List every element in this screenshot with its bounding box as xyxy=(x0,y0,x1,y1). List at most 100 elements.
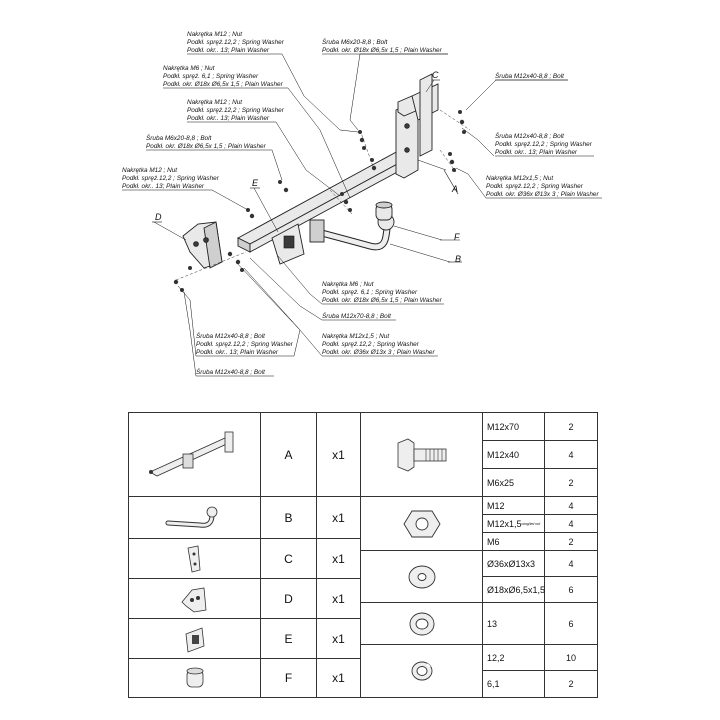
part-letter-a: A xyxy=(451,184,458,194)
callout-text: Podkł. spręż. 6,1 ; Spring Washer xyxy=(322,289,418,296)
count-cell: 4 xyxy=(545,515,597,533)
part-letter-cell: E xyxy=(261,619,317,659)
callout-text: Podkł. okr.. 13; Plain Washer xyxy=(495,149,578,156)
plain-washer-icon xyxy=(409,612,434,635)
callout-text: Nakrętka M6 ; Nut xyxy=(322,281,374,288)
nut-image-cell xyxy=(361,497,483,551)
ball-cap-icon xyxy=(186,667,203,688)
callout-text: Podkł. spręż.12,2 ; Spring Washer xyxy=(495,141,593,148)
part-letter-cell: D xyxy=(261,579,317,619)
nut-icon xyxy=(402,510,441,537)
part-letter-c: C xyxy=(432,70,439,80)
axis-lines xyxy=(175,109,471,281)
spec-cell: M6 xyxy=(483,533,545,551)
callout-text: Podkł. okr.. 13; Plain Washer xyxy=(187,115,270,122)
count-cell: 2 xyxy=(545,533,597,551)
part-letter-b: B xyxy=(455,254,461,264)
spec-cell: Ø36xØ13x3 xyxy=(483,551,545,577)
spec-cell: M12 xyxy=(483,497,545,515)
socket-plate-icon xyxy=(185,626,204,653)
spring-washer-image-cell xyxy=(361,645,483,697)
count-cell: 6 xyxy=(545,577,597,603)
spec-cell: M6x25 xyxy=(483,469,545,497)
spec-cell: 13 xyxy=(483,603,545,645)
bolt-image-cell xyxy=(361,413,483,497)
callout-text: Nakrętka M12 ; Nut xyxy=(122,167,177,174)
count-cell: 2 xyxy=(545,469,597,497)
bracket-d-icon xyxy=(180,587,206,612)
washer-image-cell xyxy=(361,551,483,603)
part-d-image-cell xyxy=(129,579,261,619)
count-cell: 4 xyxy=(545,551,597,577)
part-a-image-cell xyxy=(129,413,261,497)
spec-cell: M12x70 xyxy=(483,413,545,441)
crossbar-icon xyxy=(148,431,233,476)
callout-text: Śruba M12x40-8,8 ; Bolt xyxy=(196,367,265,376)
callout-text: Podkł. spręż.12,2 ; Spring Washer xyxy=(187,107,285,114)
callout-text: Podkł. okr.. 13; Plain Washer xyxy=(187,47,270,54)
washer-icon xyxy=(408,565,435,588)
towball-icon xyxy=(165,506,217,528)
part-qty-cell: x1 xyxy=(317,579,361,619)
callout-text: Śruba M12x40-8,8 ; Bolt xyxy=(495,71,564,80)
part-c-image-cell xyxy=(129,539,261,579)
count-cell: 4 xyxy=(545,441,597,469)
count-cell: 2 xyxy=(545,413,597,441)
part-qty-cell: x1 xyxy=(317,619,361,659)
part-qty-cell: x1 xyxy=(317,539,361,579)
part-letter-cell: B xyxy=(261,497,317,539)
part-letter-cell: A xyxy=(261,413,317,497)
spring-washer-icon xyxy=(411,661,432,681)
callout-text: Nakrętka M12x1,5 ; Nut xyxy=(322,333,389,340)
ball-cap-part-f xyxy=(375,201,393,221)
part-b-image-cell xyxy=(129,497,261,539)
callout-text: Podkł. okr. Ø36x Ø13x 3 ; Plain Washer xyxy=(486,191,599,198)
exploded-assembly-diagram: Nakrętka M12 ; Nut Podkł. spręż.12,2 ; S… xyxy=(122,31,602,377)
callout-text: Podkł. spręż.12,2 ; Spring Washer xyxy=(196,341,294,348)
socket-plate-part-e xyxy=(271,223,305,265)
bracket-c-icon xyxy=(187,545,200,572)
callout-text: Śruba M6x20-8,8 ; Bolt xyxy=(146,133,212,142)
leader-lines xyxy=(153,53,568,377)
bolt-icon xyxy=(397,438,446,471)
callout-text: Podkł. spręż.12,2 ; Spring Washer xyxy=(122,175,220,182)
callout-text: Nakrętka M12 ; Nut xyxy=(187,99,242,106)
bracket-part-d xyxy=(182,221,223,269)
callout-text: Podkł. okr. Ø18x Ø6,5x 1,5 ; Plain Washe… xyxy=(322,297,443,304)
part-letter-cell: F xyxy=(261,659,317,697)
part-f-image-cell xyxy=(129,659,261,697)
count-cell: 10 xyxy=(545,645,597,671)
part-letter-e: E xyxy=(252,178,259,188)
callout-text: Śruba M12x40-8,8 ; Bolt xyxy=(495,131,564,140)
callout-text: Podkł. spręż. 6,1 ; Spring Washer xyxy=(163,73,259,80)
spec-cell: Ø18xØ6,5x1,5 xyxy=(483,577,545,603)
part-letter-d: D xyxy=(155,212,162,222)
count-cell: 4 xyxy=(545,497,597,515)
callout-text: Podkł. okr.. 13; Plain Washer xyxy=(122,183,205,190)
part-e-image-cell xyxy=(129,619,261,659)
callout-text: Nakrętka M12 ; Nut xyxy=(187,31,242,38)
callout-text: Podkł. spręż.12,2 ; Spring Washer xyxy=(322,341,420,348)
bracket-part-c xyxy=(419,73,433,157)
part-letter-f: F xyxy=(454,232,460,242)
part-qty-cell: x1 xyxy=(317,659,361,697)
fastener-stacks xyxy=(173,110,466,292)
callout-text: Podkł. spręż.12,2 ; Spring Washer xyxy=(187,39,285,46)
part-letter-cell: C xyxy=(261,539,317,579)
callout-text: Podkł. okr. Ø18x Ø6,5x 1,5 ; Plain Washe… xyxy=(163,81,284,88)
callouts: Nakrętka M12 ; Nut Podkł. spręż.12,2 ; S… xyxy=(122,31,602,377)
callout-text: Nakrętka M12x1,5 ; Nut xyxy=(486,175,553,182)
count-cell: 2 xyxy=(568,679,574,689)
callout-text: Śruba M12x40-8,8 ; Bolt xyxy=(196,331,265,340)
plain-washer-image-cell xyxy=(361,603,483,645)
callout-text: Nakrętka M6 ; Nut xyxy=(163,65,215,72)
spec-cell: 6,1 xyxy=(483,671,545,697)
callout-text: Śruba M12x70-8,8 ; Bolt xyxy=(322,311,391,320)
spec-cell: 12,2 xyxy=(483,645,545,671)
spec-cell: M12x40 xyxy=(483,441,545,469)
part-qty-cell: x1 xyxy=(317,413,361,497)
callout-text: Podkł. okr. Ø18x Ø6,5x 1,5 ; Plain Washe… xyxy=(146,143,267,150)
part-letters: C A F B D E xyxy=(152,70,462,264)
callout-text: Śruba M6x20-8,8 ; Bolt xyxy=(322,37,388,46)
